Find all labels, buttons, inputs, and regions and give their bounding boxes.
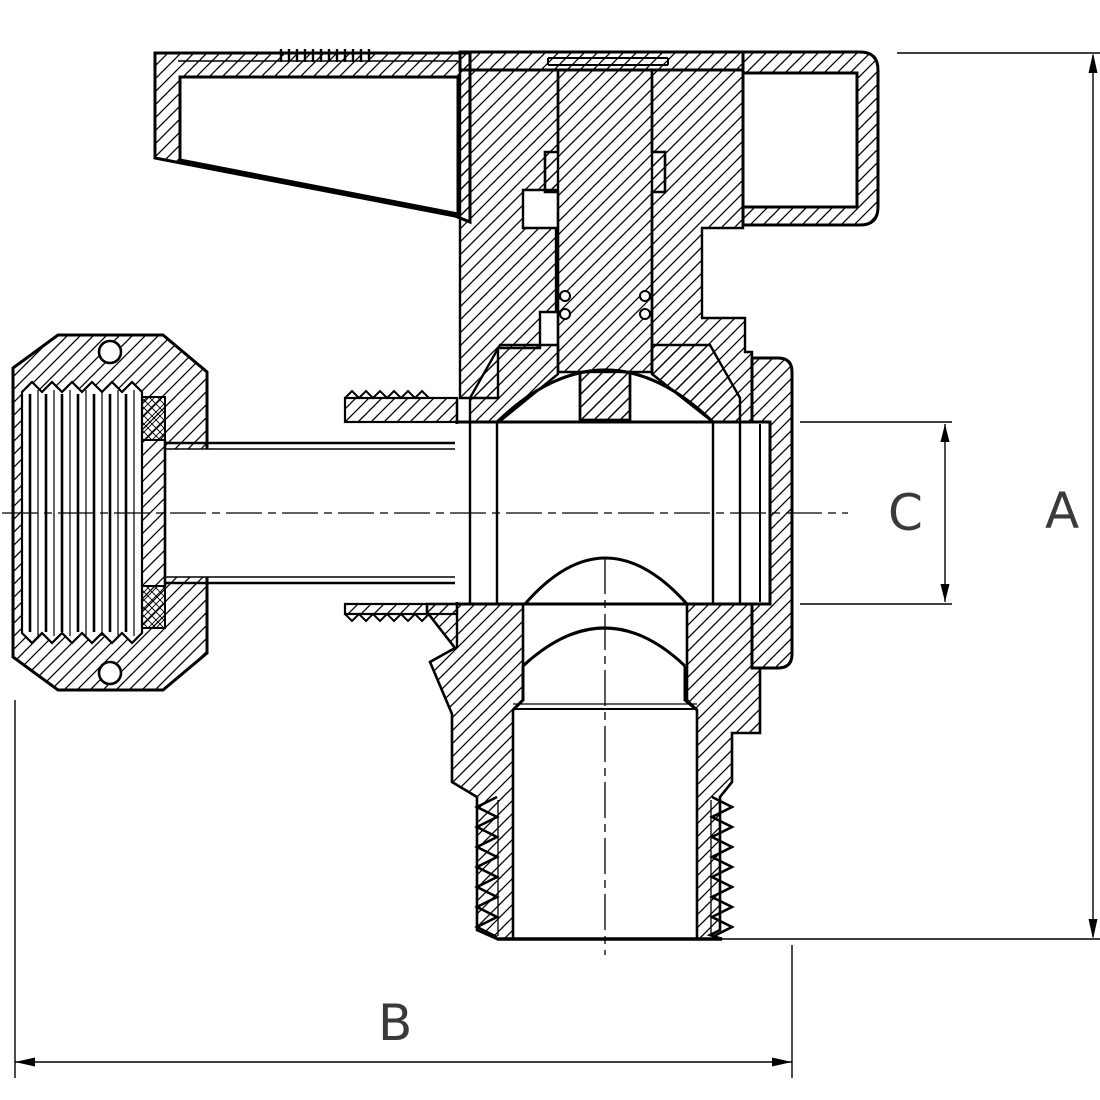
handle-cover-plate — [458, 50, 745, 72]
ball-top-arc — [495, 368, 715, 424]
serration-top — [344, 389, 430, 400]
stem-tang — [578, 370, 632, 422]
stem-body — [543, 68, 667, 422]
bottom-port — [425, 602, 762, 941]
dimension-c: C — [800, 421, 952, 605]
arrow-down-icon — [940, 584, 950, 602]
dim-label-a: A — [1045, 482, 1079, 540]
oring-icon — [559, 308, 571, 320]
arrow-right-icon — [772, 1057, 792, 1067]
male-thread-left — [474, 795, 500, 939]
dim-label-c: C — [888, 484, 923, 542]
stem-cap-inset — [547, 57, 669, 66]
arrow-left-icon — [15, 1057, 35, 1067]
bonnet — [458, 68, 754, 424]
arrow-down-icon — [1088, 919, 1098, 939]
gasket-top — [141, 396, 166, 441]
nut-corner-hole — [97, 660, 123, 686]
oring-icon — [559, 290, 571, 302]
arrow-up-icon — [940, 424, 950, 442]
centerlines — [2, 512, 848, 955]
valve-stem — [543, 68, 667, 422]
dim-label-b: B — [378, 994, 412, 1052]
serration-bottom — [344, 612, 430, 623]
cover-strip — [458, 50, 745, 72]
arrow-up-icon — [1088, 53, 1098, 73]
body-left-flange — [343, 389, 459, 648]
male-thread-right — [709, 795, 735, 939]
oring-icon — [639, 290, 651, 302]
dimension-b: B — [14, 700, 793, 1078]
lever-knurl-ticks — [279, 49, 371, 62]
packing-orings — [559, 290, 651, 320]
dimension-a: A — [722, 52, 1100, 940]
nut-corner-hole — [97, 339, 123, 365]
gasket-bottom — [141, 585, 166, 629]
oring-icon — [639, 308, 651, 320]
